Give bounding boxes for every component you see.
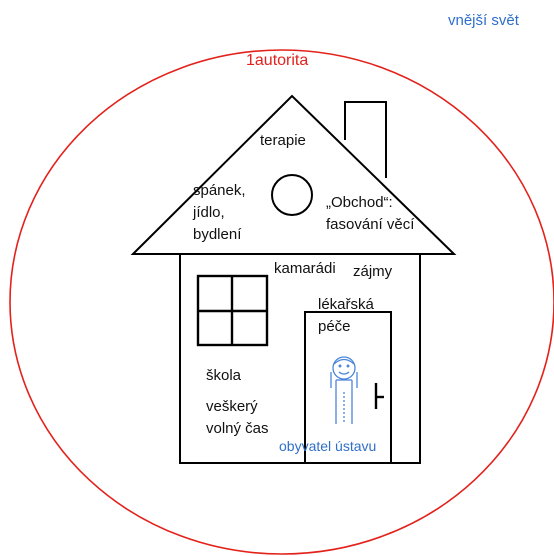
shop-label: „Obchod“: fasování věcí: [326, 194, 415, 233]
four-pane-window-icon: [196, 274, 269, 347]
house-door: [304, 311, 392, 464]
house-roof: [130, 94, 457, 255]
house-walls: [179, 254, 421, 464]
authority-label: 1autorita: [246, 52, 309, 69]
school-label: škola: [206, 367, 242, 384]
interests-label: zájmy: [353, 263, 393, 280]
resident-stick-figure-icon: [330, 356, 358, 424]
outer-world-label: vnější svět: [448, 12, 519, 29]
therapy-label: terapie: [260, 132, 306, 149]
outer-circle: [9, 49, 554, 555]
friends-label: kamarádi: [274, 260, 336, 277]
round-attic-window-icon: [271, 174, 313, 216]
sleep-food-housing-label: spánek, jídlo, bydlení: [193, 182, 246, 243]
medical-care-label: lékařská péče: [318, 296, 374, 335]
resident-label: obyvatel ústavu: [279, 438, 377, 454]
chimney-icon: [344, 101, 387, 178]
door-handle-icon: [374, 383, 384, 409]
free-time-label: veškerý volný čas: [206, 398, 269, 437]
